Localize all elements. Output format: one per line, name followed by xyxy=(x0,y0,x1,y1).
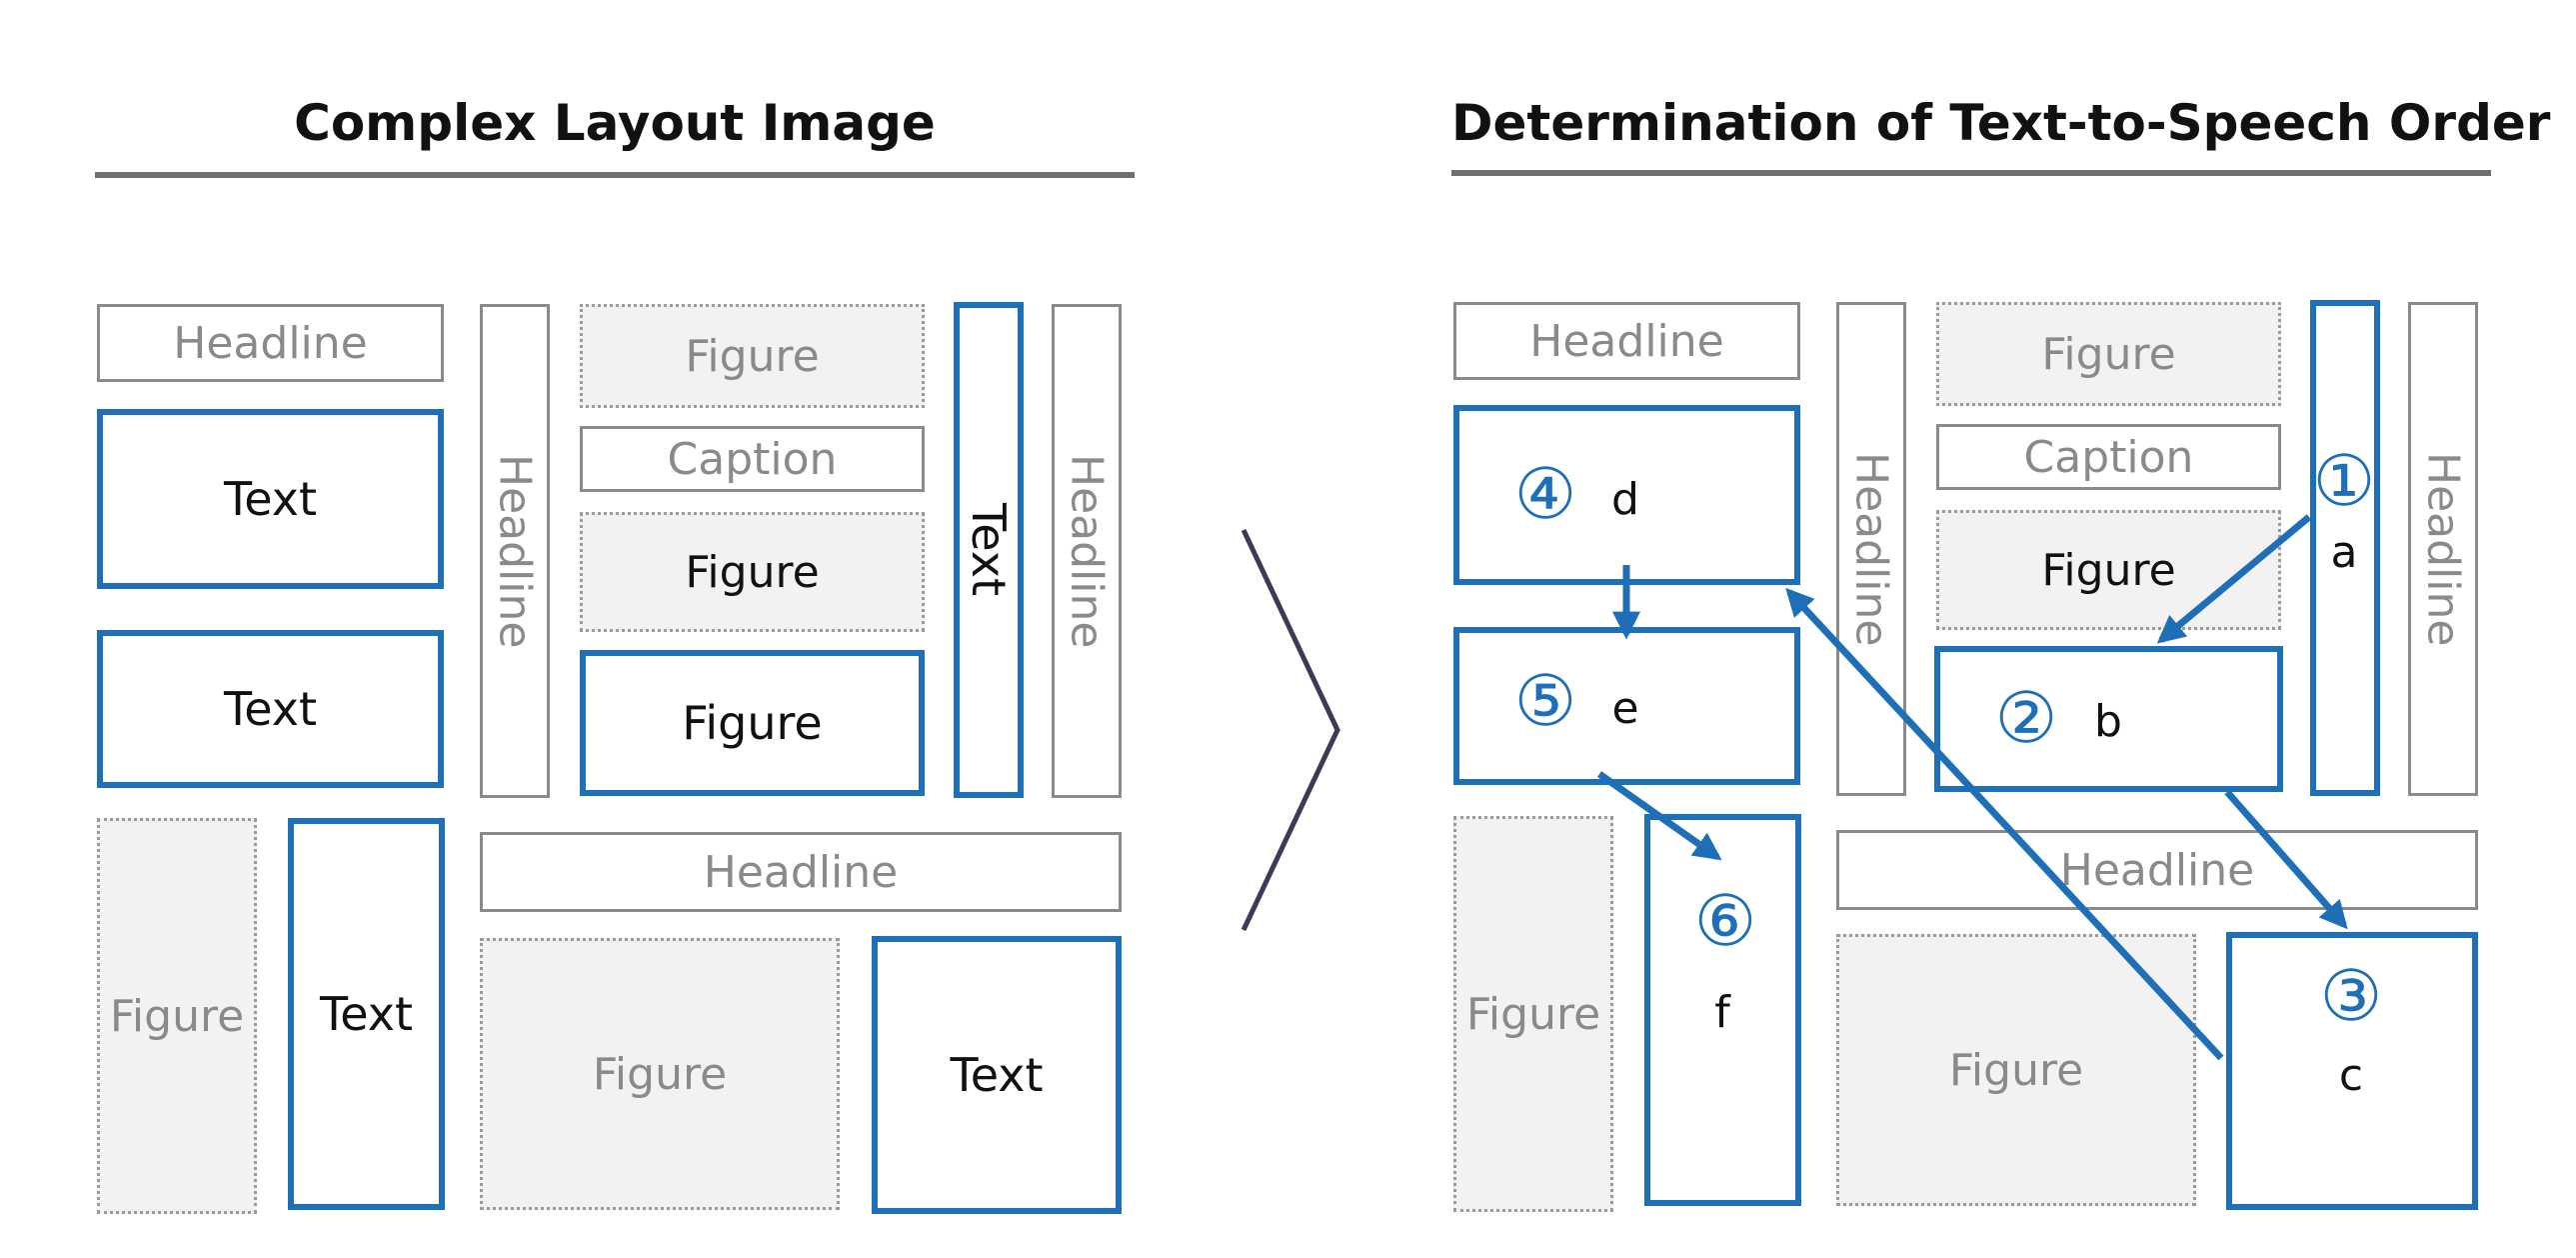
order-block-a xyxy=(2310,300,2380,796)
figure-box: Figure xyxy=(1936,510,2281,630)
order-block-c xyxy=(2226,932,2478,1210)
figure-box: Figure xyxy=(580,512,925,632)
figure-box: Figure xyxy=(97,818,257,1214)
text-box: Text xyxy=(97,409,444,589)
order-letter: d xyxy=(1611,474,1639,525)
order-number: ③ xyxy=(2319,955,2383,1037)
order-letter: a xyxy=(2330,527,2358,578)
order-number: ① xyxy=(2312,440,2376,522)
text-box: Text xyxy=(97,630,444,788)
headline-box: Headline xyxy=(1836,830,2478,910)
order-number: ④ xyxy=(1513,453,1577,535)
figure-box-highlighted: Figure xyxy=(580,650,925,796)
order-number: ⑥ xyxy=(1693,880,1757,962)
order-block-e xyxy=(1453,627,1800,785)
figure-box: Figure xyxy=(1836,934,2196,1206)
figure-box: Figure xyxy=(580,304,925,408)
headline-box: Headline xyxy=(97,304,444,382)
figure-box: Figure xyxy=(1453,816,1613,1212)
order-letter: b xyxy=(2094,696,2122,747)
order-letter: f xyxy=(1714,987,1730,1038)
chevron-right-icon xyxy=(1241,528,1340,932)
headline-box: Headline xyxy=(480,832,1122,912)
text-box: Text xyxy=(288,818,445,1210)
order-block-f xyxy=(1644,814,1801,1206)
caption-box: Caption xyxy=(1936,424,2281,490)
order-letter: c xyxy=(2338,1050,2364,1101)
figure-box: Figure xyxy=(480,938,840,1210)
left-title-rule xyxy=(95,172,1135,178)
caption-box: Caption xyxy=(580,426,925,492)
right-title-rule xyxy=(1451,170,2491,176)
vertical-text-box: Text xyxy=(954,302,1024,798)
order-number: ⑤ xyxy=(1513,660,1577,742)
complex-layout-panel: Complex Layout Image Headline Text Text … xyxy=(95,94,1135,1214)
headline-box: Headline xyxy=(1453,302,1800,380)
order-letter: e xyxy=(1611,683,1639,734)
figure-box: Figure xyxy=(1936,302,2281,406)
vertical-headline-box: Headline xyxy=(2408,302,2478,796)
text-box: Text xyxy=(872,936,1122,1214)
vertical-headline-box: Headline xyxy=(1836,302,1906,796)
order-number: ② xyxy=(1994,677,2058,759)
left-title: Complex Layout Image xyxy=(294,94,936,152)
text-to-speech-order-panel: Determination of Text-to-Speech Order He… xyxy=(1385,0,2576,1258)
right-title: Determination of Text-to-Speech Order xyxy=(1451,94,2551,152)
vertical-headline-box: Headline xyxy=(1052,304,1122,798)
vertical-headline-box: Headline xyxy=(480,304,550,798)
